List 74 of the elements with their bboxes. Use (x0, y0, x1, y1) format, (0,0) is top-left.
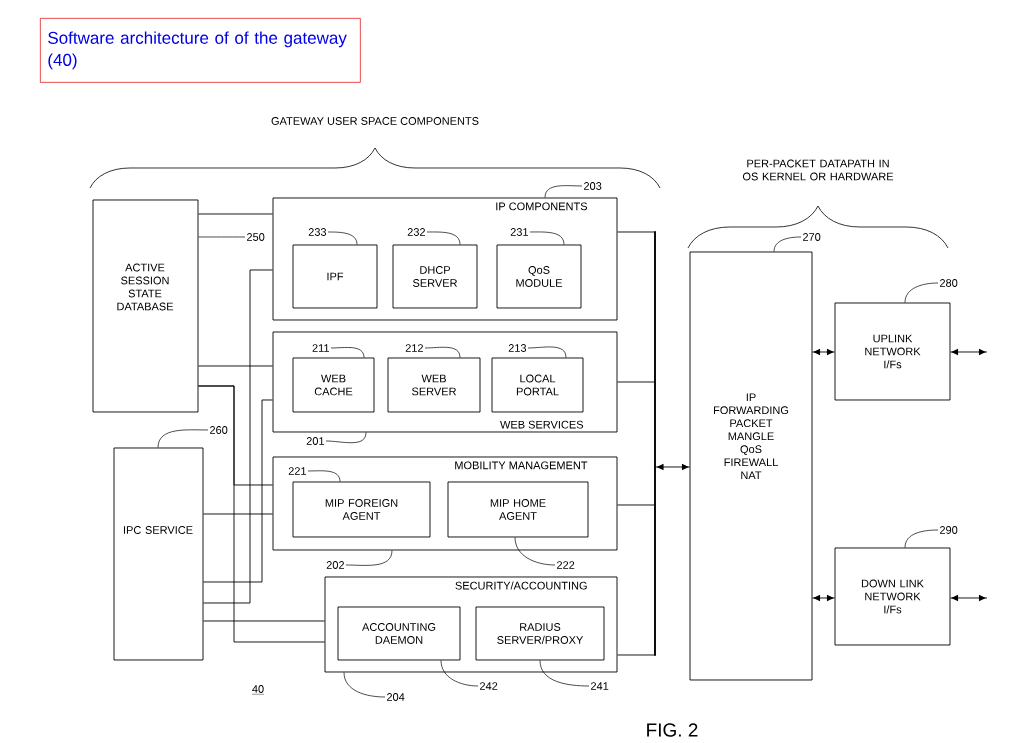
reference-numeral: 222 (557, 561, 575, 569)
reference-numeral: 250 (247, 233, 265, 241)
connector-line (203, 513, 273, 515)
leader-line (529, 231, 565, 245)
leader-line (327, 231, 358, 245)
process-box: MIP FOREIGN AGENT (292, 481, 431, 538)
process-box: IPC SERVICE (113, 447, 204, 661)
leader-line (773, 236, 802, 252)
process-box: RADIUS SERVER/PROXY (475, 606, 605, 661)
leader-line (539, 660, 590, 687)
connector-line (617, 231, 655, 233)
reference-numeral: 242 (480, 682, 498, 690)
leader-line (345, 550, 393, 566)
arrow (812, 594, 835, 602)
process-box: UPLINK NETWORK I/Fs (834, 302, 951, 401)
reference-numeral: 204 (387, 693, 405, 701)
process-box: LOCAL PORTAL (491, 357, 584, 413)
reference-numeral: 233 (308, 228, 327, 236)
connector-line (203, 269, 273, 604)
arrow (950, 594, 988, 602)
brace-label: GATEWAY USER SPACE COMPONENTS (271, 117, 479, 125)
process-box: WEB SERVER (387, 357, 481, 413)
process-box: IPF (292, 244, 378, 309)
process-box: QoS MODULE (496, 244, 582, 309)
reference-numeral: 241 (591, 682, 609, 690)
reference-numeral: 290 (940, 526, 958, 534)
leader-line (330, 347, 365, 358)
leader-line (544, 185, 583, 198)
leader-line (527, 346, 567, 358)
connector-line (617, 504, 655, 506)
leader-line (904, 282, 939, 303)
reference-numeral: 203 (584, 182, 602, 190)
reference-numeral: 40 (251, 685, 265, 695)
process-box: IP FORWARDING PACKET MANGLE QoS FIREWALL NAT (689, 251, 813, 681)
connector-line (617, 381, 655, 383)
arrow (950, 348, 988, 356)
reference-numeral: 270 (803, 233, 821, 241)
figure-label: FIG. 2 (647, 723, 698, 737)
leader-line (325, 432, 367, 444)
reference-numeral: 280 (940, 279, 958, 287)
process-box: ACTIVE SESSION STATE DATABASE (92, 199, 199, 413)
reference-numeral: 221 (288, 467, 306, 475)
title-box: Software architecture of of the gateway (40) (40, 18, 361, 83)
arrow (812, 348, 835, 356)
arrow (655, 463, 690, 471)
leader-line (514, 537, 556, 566)
brace-label: PER-PACKET DATAPATH IN OS KERNEL OR HARDWARE (742, 159, 894, 181)
connector-line (198, 213, 273, 215)
leader-line (198, 236, 246, 238)
connector-line (198, 365, 273, 367)
process-box: DHCP SERVER (392, 244, 478, 309)
reference-numeral: 213 (508, 344, 527, 352)
connector-line (203, 620, 325, 622)
connector-line (198, 385, 325, 643)
reference-numeral: 212 (405, 344, 423, 352)
reference-numeral: 202 (326, 561, 344, 569)
leader-line (307, 470, 341, 482)
connector-line (617, 654, 655, 656)
process-box: ACCOUNTING DAEMON (337, 606, 461, 661)
leader-line (424, 346, 461, 358)
process-box: MIP HOME AGENT (447, 481, 589, 538)
reference-numeral: 201 (306, 437, 324, 445)
leader-line (426, 231, 461, 245)
reference-numeral: 231 (510, 228, 528, 236)
leader-line (440, 660, 479, 687)
reference-numeral: 232 (407, 228, 425, 236)
leader-line (904, 529, 939, 548)
connector-line (203, 399, 273, 583)
reference-numeral: 211 (312, 344, 329, 352)
leader-line (157, 429, 209, 448)
process-box: WEB CACHE (292, 357, 375, 413)
leader-line (343, 672, 386, 698)
process-box: DOWN LINK NETWORK I/Fs (834, 547, 951, 646)
reference-numeral: 260 (210, 426, 228, 434)
